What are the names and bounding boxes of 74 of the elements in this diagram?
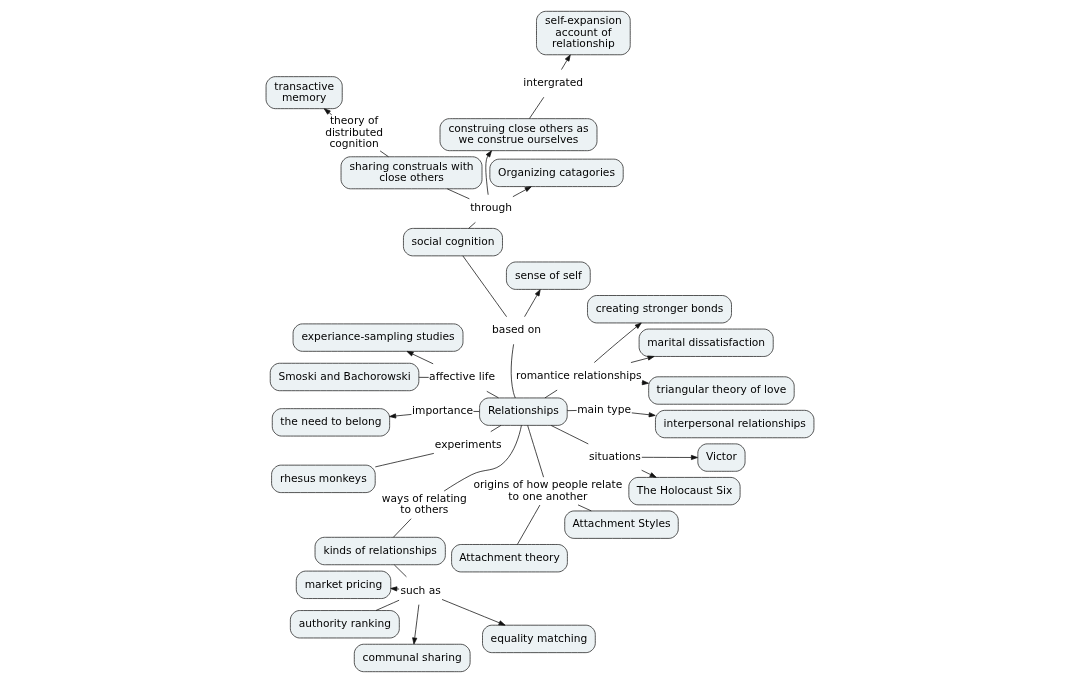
arrow (630, 355, 654, 363)
node-text: such as (399, 583, 441, 597)
connector (418, 376, 429, 378)
connector (544, 389, 557, 399)
node-text: ways of relating to others (381, 492, 467, 517)
node-text: intergrated (522, 76, 583, 90)
arrow (630, 412, 656, 418)
arrow (484, 150, 492, 196)
connector (510, 343, 516, 399)
node-text: origins of how people relate to one another (472, 478, 622, 503)
arrow (640, 469, 656, 478)
connector (485, 390, 499, 399)
node-box: marital dissatisfaction (638, 328, 774, 357)
arrow (411, 604, 419, 645)
node-box: the need to belong (271, 408, 390, 437)
connector (516, 504, 540, 545)
connector (374, 453, 434, 468)
node-box: Attachment theory (450, 544, 568, 573)
node-box: sharing construals with close others (340, 156, 482, 190)
node-box: The Holocaust Six (627, 477, 740, 506)
node-box: Relationships (478, 397, 568, 426)
connector (392, 518, 411, 538)
arrow (512, 186, 532, 198)
connector (375, 599, 399, 611)
arrow (388, 413, 412, 419)
node-box: Organizing catagories (489, 158, 624, 187)
arrow (389, 586, 399, 592)
node-box: Attachment Styles (563, 510, 679, 539)
node-text: based on (491, 323, 541, 337)
arrow (640, 454, 698, 460)
node-box: self-expansion account of relationship (535, 10, 631, 56)
node-text: through (469, 201, 512, 215)
connector (461, 255, 507, 318)
node-box: Smoski and Bachorowski (269, 362, 419, 392)
node-box: sense of self (505, 261, 591, 290)
node-text: importance (411, 404, 473, 418)
node-box: social cognition (402, 228, 503, 257)
connector (489, 425, 501, 432)
connector (526, 425, 544, 478)
connector (550, 425, 589, 445)
connector (566, 410, 577, 412)
arrow (593, 322, 642, 363)
node-box: kinds of relationships (314, 536, 446, 566)
node-box: construing close others as we construe ourselves (439, 118, 597, 152)
node-box: triangular theory of love (647, 376, 795, 405)
node-text: experiments (434, 438, 502, 452)
node-box: rhesus monkeys (270, 464, 376, 493)
node-box: authority ranking (289, 610, 400, 639)
node-box: market pricing (295, 570, 391, 599)
arrow (406, 351, 434, 365)
node-box: experiance-sampling studies (292, 323, 463, 352)
node-box: interpersonal relationships (654, 409, 814, 439)
node-text: affective life (428, 370, 495, 384)
node-box: communal sharing (353, 643, 470, 673)
node-box: creating stronger bonds (586, 295, 732, 324)
node-box: equality matching (481, 624, 596, 653)
arrow (560, 54, 571, 70)
connector (467, 222, 476, 229)
connector (528, 96, 544, 119)
arrow (441, 599, 505, 626)
connector (443, 425, 522, 492)
node-text: theory of distributed cognition (324, 114, 383, 150)
node-text: main type (576, 402, 631, 416)
connector (393, 564, 407, 578)
connector (577, 504, 592, 512)
arrow (323, 108, 332, 116)
node-box: Victor (696, 443, 745, 472)
connector (446, 188, 470, 200)
connector (379, 150, 389, 158)
connector (472, 411, 480, 412)
node-box: transactive memory (265, 76, 343, 110)
arrow (523, 289, 541, 318)
node-text: romantice relationships (515, 369, 641, 383)
node-text: situations (588, 450, 641, 464)
